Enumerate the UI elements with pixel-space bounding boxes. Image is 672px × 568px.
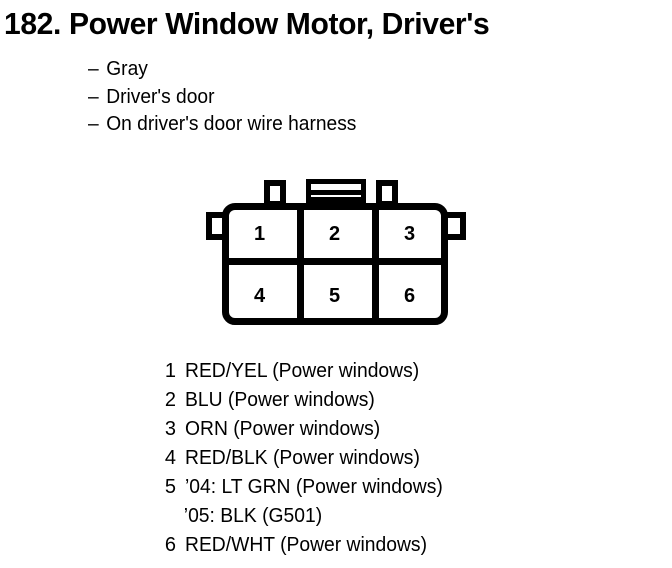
pin-legend: 1 RED/YEL (Power windows) 2 BLU (Power w… <box>150 360 452 563</box>
connector-pin-3: 3 <box>403 223 416 245</box>
note-label: Driver's door <box>106 85 215 108</box>
legend-row: 1 RED/YEL (Power windows) <box>150 360 452 389</box>
dash-icon: – <box>88 85 99 108</box>
connector-diagram: 1 2 3 4 5 6 <box>203 176 466 328</box>
legend-pin-desc: ’04: LT GRN (Power windows) <box>185 476 443 498</box>
note-label: On driver's door wire harness <box>106 113 357 135</box>
note-label: Gray <box>106 58 148 80</box>
note-item: –Gray <box>88 56 356 84</box>
connector-top-tab-center <box>306 179 366 207</box>
connector-pin-6: 6 <box>403 285 416 307</box>
legend-row: 5 ’04: LT GRN (Power windows) <box>150 476 452 505</box>
connector-pin-4: 4 <box>253 285 266 307</box>
legend-pin-number: 5 <box>164 476 176 498</box>
legend-row: 3 ORN (Power windows) <box>150 418 452 447</box>
page-title: 182. Power Window Motor, Driver's <box>4 6 490 41</box>
legend-row: 2 BLU (Power windows) <box>150 389 452 418</box>
legend-pin-number: 4 <box>164 447 176 469</box>
legend-pin-number: 3 <box>164 418 176 440</box>
legend-row: 4 RED/BLK (Power windows) <box>150 447 452 476</box>
connector-pin-1: 1 <box>253 223 266 245</box>
connector-ear-right <box>444 212 466 240</box>
legend-pin-desc: BLU (Power windows) <box>185 389 375 411</box>
legend-pin-desc: RED/WHT (Power windows) <box>185 534 428 556</box>
legend-pin-desc: ORN (Power windows) <box>185 418 381 440</box>
legend-pin-number: 1 <box>164 360 176 382</box>
legend-pin-desc: RED/YEL (Power windows) <box>185 360 420 382</box>
legend-pin-desc-continued: ’05: BLK (G501) <box>183 505 323 527</box>
dash-icon: – <box>88 58 99 80</box>
legend-pin-number: 6 <box>164 534 176 556</box>
legend-row: 6 RED/WHT (Power windows) <box>150 534 452 563</box>
note-item: –On driver's door wire harness <box>88 111 356 139</box>
connector-pin-2: 2 <box>328 223 341 245</box>
connector-tab-rib <box>311 197 361 202</box>
legend-pin-desc: RED/BLK (Power windows) <box>185 447 420 469</box>
dash-icon: – <box>88 113 99 135</box>
notes-list: –Gray –Driver's door –On driver's door w… <box>88 56 368 139</box>
legend-pin-number: 2 <box>164 389 176 411</box>
connector-pin-5: 5 <box>328 285 341 307</box>
note-item: –Driver's door <box>88 84 356 112</box>
connector-tab-rib <box>311 190 361 195</box>
connector-divider-horizontal <box>222 258 448 265</box>
